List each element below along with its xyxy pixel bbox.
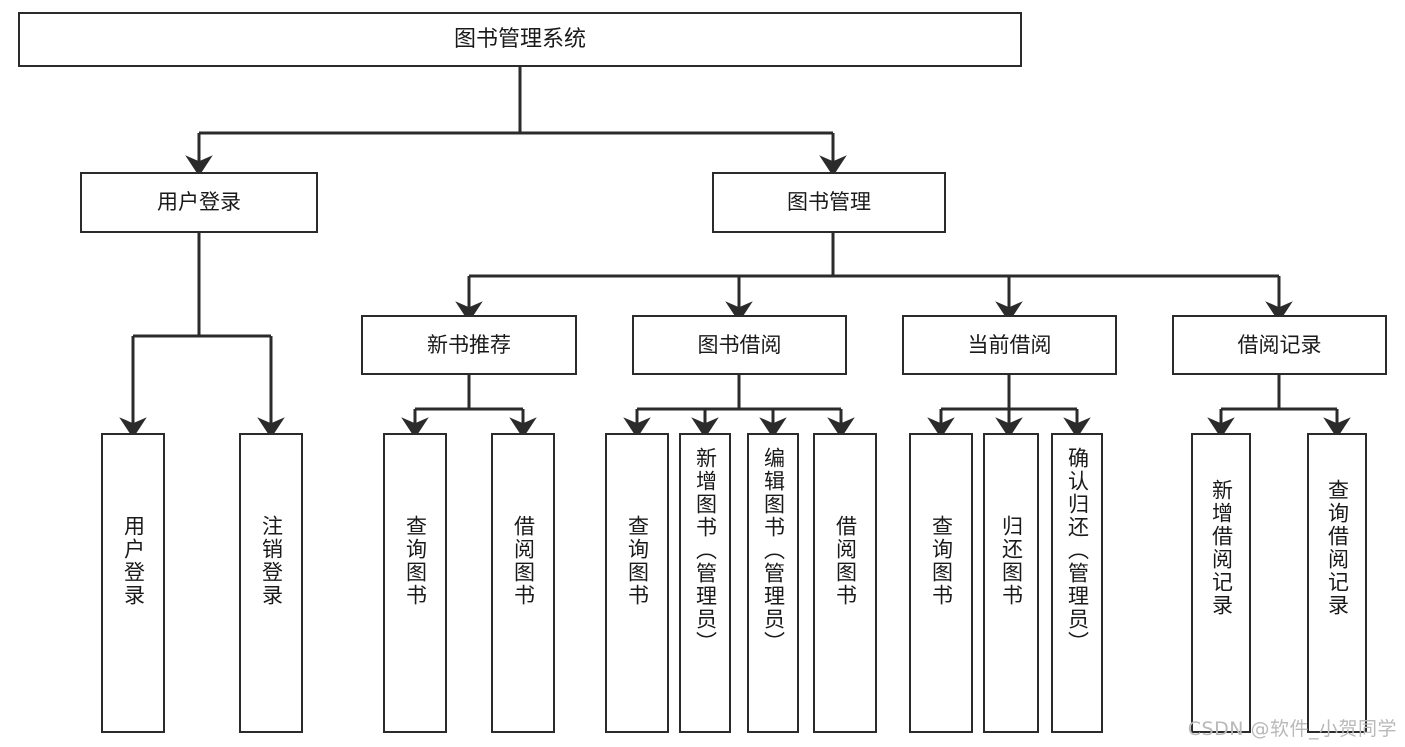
node-label: 归还图书 <box>999 515 1024 607</box>
node-label: 编辑图书（管理员） <box>761 447 786 654</box>
node-label: 新书推荐 <box>427 332 511 357</box>
node-label: 借阅图书 <box>511 515 536 607</box>
node-label: 查询借阅记录 <box>1325 479 1350 617</box>
leaf-user-login-signin[interactable]: 用户登录 <box>101 433 165 733</box>
node-book-borrow[interactable]: 图书借阅 <box>632 315 847 375</box>
node-label: 查询图书 <box>403 515 428 607</box>
node-root-book-management-system[interactable]: 图书管理系统 <box>18 12 1022 67</box>
leaf-current-borrow-confirm-return-admin[interactable]: 确认归还（管理员） <box>1051 433 1103 733</box>
node-label: 用户登录 <box>121 515 146 607</box>
leaf-current-borrow-return-book[interactable]: 归还图书 <box>983 433 1039 733</box>
node-new-book-recommend[interactable]: 新书推荐 <box>361 315 577 375</box>
leaf-new-book-query-book[interactable]: 查询图书 <box>383 433 447 733</box>
node-label: 借阅图书 <box>833 515 858 607</box>
leaf-book-borrow-borrow-book[interactable]: 借阅图书 <box>813 433 877 733</box>
node-label: 新增图书（管理员） <box>693 447 718 654</box>
node-label: 注销登录 <box>259 515 284 607</box>
leaf-new-book-borrow-book[interactable]: 借阅图书 <box>491 433 555 733</box>
node-current-borrow[interactable]: 当前借阅 <box>902 315 1117 375</box>
leaf-book-borrow-query-book[interactable]: 查询图书 <box>605 433 669 733</box>
leaf-borrow-record-query-record[interactable]: 查询借阅记录 <box>1307 433 1367 733</box>
node-user-login[interactable]: 用户登录 <box>80 172 318 233</box>
node-label: 图书借阅 <box>697 332 782 357</box>
leaf-borrow-record-add-record[interactable]: 新增借阅记录 <box>1191 433 1251 733</box>
node-label: 查询图书 <box>929 515 954 607</box>
leaf-user-login-signout[interactable]: 注销登录 <box>239 433 303 733</box>
leaf-book-borrow-add-book-admin[interactable]: 新增图书（管理员） <box>679 433 731 733</box>
node-label: 借阅记录 <box>1237 332 1322 357</box>
node-label: 确认归还（管理员） <box>1065 447 1090 654</box>
node-label: 用户登录 <box>157 190 241 215</box>
node-label: 图书管理系统 <box>453 26 586 52</box>
node-book-management[interactable]: 图书管理 <box>712 172 946 233</box>
leaf-current-borrow-query-book[interactable]: 查询图书 <box>909 433 973 733</box>
node-borrow-record[interactable]: 借阅记录 <box>1172 315 1387 375</box>
node-label: 新增借阅记录 <box>1209 479 1234 617</box>
node-label: 当前借阅 <box>967 332 1052 357</box>
node-label: 查询图书 <box>625 515 650 607</box>
node-label: 图书管理 <box>787 190 871 215</box>
leaf-book-borrow-edit-book-admin[interactable]: 编辑图书（管理员） <box>747 433 799 733</box>
